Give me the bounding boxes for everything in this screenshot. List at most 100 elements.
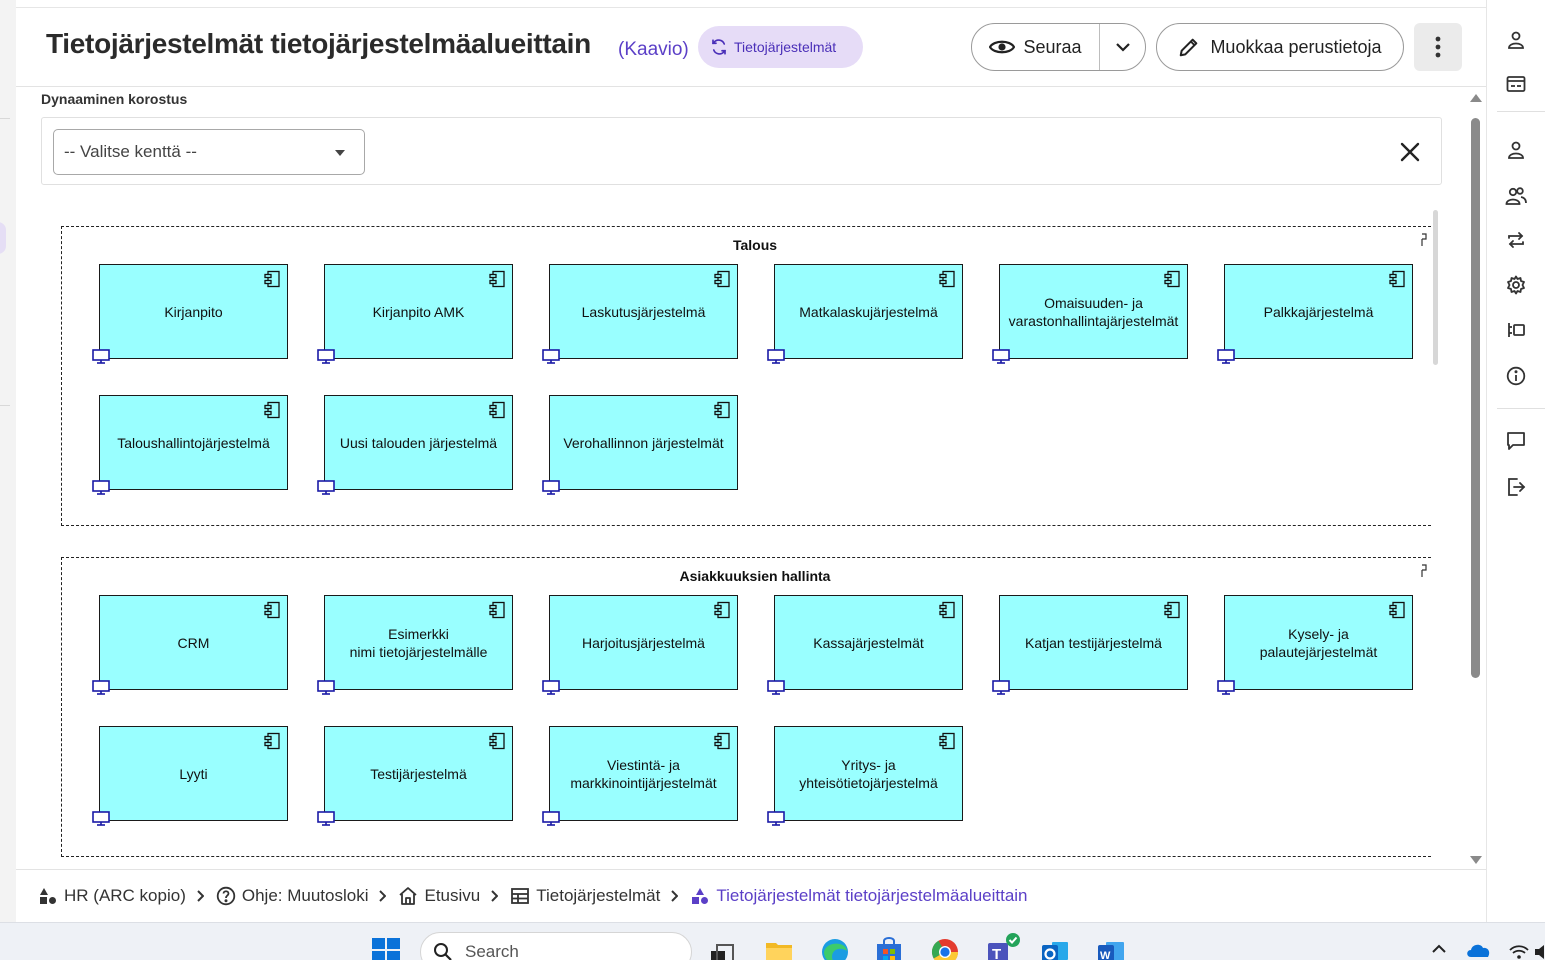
breadcrumb-item-systems[interactable]: Tietojärjestelmät bbox=[510, 886, 660, 906]
chrome-icon[interactable] bbox=[930, 935, 960, 960]
highlight-field-select[interactable]: -- Valitse kenttä -- bbox=[53, 129, 365, 175]
system-component[interactable]: Testijärjestelmä bbox=[317, 726, 513, 826]
speaker-icon[interactable] bbox=[1535, 943, 1545, 960]
search-icon bbox=[434, 943, 452, 960]
edge-browser-icon[interactable] bbox=[820, 935, 850, 960]
os-taskbar: Search T W bbox=[0, 922, 1545, 960]
component-icon bbox=[263, 601, 281, 619]
group-title: Asiakkuuksien hallinta bbox=[679, 568, 831, 584]
swap-icon[interactable] bbox=[1504, 228, 1528, 252]
breadcrumb: HR (ARC kopio) Ohje: Muutosloki Etusivu … bbox=[16, 869, 1486, 922]
group-title: Talous bbox=[732, 237, 778, 253]
system-component[interactable]: Kirjanpito AMK bbox=[317, 264, 513, 364]
user-icon[interactable] bbox=[1504, 28, 1528, 52]
system-component[interactable]: Kassajärjestelmät bbox=[767, 595, 963, 695]
word-icon[interactable]: W bbox=[1096, 935, 1126, 960]
left-strip-divider bbox=[0, 118, 10, 119]
highlight-panel: -- Valitse kenttä -- bbox=[41, 117, 1442, 185]
highlight-label: Dynaaminen korostus bbox=[41, 91, 188, 107]
system-component[interactable]: Harjoitusjärjestelmä bbox=[542, 595, 738, 695]
breadcrumb-label: Etusivu bbox=[424, 886, 481, 905]
type-badge[interactable]: Tietojärjestelmät bbox=[698, 26, 863, 68]
follow-button-group: Seuraa bbox=[971, 23, 1146, 71]
pencil-icon bbox=[1180, 38, 1198, 57]
system-component[interactable]: Taloushallintojärjestelmä bbox=[92, 395, 288, 495]
more-options-button[interactable] bbox=[1414, 23, 1462, 71]
system-component[interactable]: Uusi talouden järjestelmä bbox=[317, 395, 513, 495]
monitor-icon bbox=[542, 349, 560, 364]
canvas-scroll-indicator[interactable] bbox=[1433, 210, 1438, 365]
wifi-icon[interactable] bbox=[1508, 943, 1530, 960]
system-component[interactable]: CRM bbox=[92, 595, 288, 695]
system-component[interactable]: Omaisuuden- ja varastonhallintajärjestel… bbox=[992, 264, 1188, 364]
comment-icon[interactable] bbox=[1504, 429, 1528, 453]
breadcrumb-item-hr[interactable]: HR (ARC kopio) bbox=[38, 886, 186, 906]
system-component[interactable]: Katjan testijärjestelmä bbox=[992, 595, 1188, 695]
component-label: Yritys- ja yhteisötietojärjestelmä bbox=[799, 756, 938, 791]
file-explorer-icon[interactable] bbox=[764, 935, 794, 960]
onedrive-icon[interactable] bbox=[1466, 941, 1492, 959]
chevron-right-icon bbox=[378, 890, 387, 902]
scroll-up-arrow[interactable] bbox=[1470, 94, 1482, 102]
scroll-down-arrow[interactable] bbox=[1470, 856, 1482, 864]
breadcrumb-label: Tietojärjestelmät bbox=[536, 886, 661, 905]
breadcrumb-item-home[interactable]: Etusivu bbox=[398, 886, 480, 906]
breadcrumb-item-help[interactable]: Ohje: Muutosloki bbox=[216, 886, 369, 906]
card-icon[interactable] bbox=[1504, 72, 1528, 96]
close-icon[interactable] bbox=[1398, 140, 1422, 164]
system-component[interactable]: Viestintä- ja markkinointijärjestelmät bbox=[542, 726, 738, 826]
monitor-icon bbox=[767, 349, 785, 364]
vertical-scrollbar[interactable] bbox=[1466, 88, 1484, 868]
taskbar-search[interactable]: Search bbox=[420, 932, 692, 960]
monitor-icon bbox=[767, 811, 785, 826]
follow-button[interactable]: Seuraa bbox=[972, 24, 1100, 70]
component-label: Palkkajärjestelmä bbox=[1263, 303, 1374, 320]
shapes-icon bbox=[40, 888, 56, 904]
list-icon[interactable] bbox=[1504, 318, 1528, 342]
system-component[interactable]: Esimerkki nimi tietojärjestelmälle bbox=[317, 595, 513, 695]
follow-label: Seuraa bbox=[1023, 36, 1082, 57]
system-component[interactable]: Kirjanpito bbox=[92, 264, 288, 364]
component-label: Lyyti bbox=[179, 765, 208, 782]
monitor-icon bbox=[317, 349, 335, 364]
left-strip-indicator[interactable] bbox=[0, 222, 6, 254]
system-component[interactable]: Laskutusjärjestelmä bbox=[542, 264, 738, 364]
system-component[interactable]: Matkalaskujärjestelmä bbox=[767, 264, 963, 364]
component-icon bbox=[713, 601, 731, 619]
system-component[interactable]: Verohallinnon järjestelmät bbox=[542, 395, 738, 495]
eye-icon bbox=[989, 40, 1016, 54]
follow-dropdown-button[interactable] bbox=[1100, 24, 1145, 70]
group-icon[interactable] bbox=[1504, 184, 1528, 208]
component-icon bbox=[938, 270, 956, 288]
monitor-icon bbox=[542, 680, 560, 695]
system-component[interactable]: Lyyti bbox=[92, 726, 288, 826]
info-icon[interactable] bbox=[1504, 364, 1528, 388]
task-view-icon[interactable] bbox=[708, 935, 738, 960]
page-subtype: (Kaavio) bbox=[618, 39, 689, 60]
gear-icon[interactable] bbox=[1504, 273, 1528, 297]
export-icon[interactable] bbox=[1504, 475, 1528, 499]
chevron-up-icon[interactable] bbox=[1430, 941, 1448, 955]
windows-start-icon[interactable] bbox=[371, 937, 401, 960]
component-icon bbox=[713, 401, 731, 419]
component-label: Taloushallintojärjestelmä bbox=[117, 434, 270, 451]
system-component[interactable]: Yritys- ja yhteisötietojärjestelmä bbox=[767, 726, 963, 826]
page-header: Tietojärjestelmät tietojärjestelmäalueit… bbox=[16, 8, 1486, 87]
store-icon[interactable] bbox=[874, 935, 904, 960]
breadcrumb-item-current[interactable]: Tietojärjestelmät tietojärjestelmäalueit… bbox=[690, 886, 1028, 906]
person-icon[interactable] bbox=[1504, 138, 1528, 162]
system-component[interactable]: Palkkajärjestelmä bbox=[1217, 264, 1413, 364]
system-component[interactable]: Kysely- ja palautejärjestelmät bbox=[1217, 595, 1413, 695]
svg-text:T: T bbox=[992, 946, 1001, 960]
caret-down-icon bbox=[335, 150, 345, 156]
scroll-thumb[interactable] bbox=[1471, 118, 1480, 678]
breadcrumb-label: Ohje: Muutosloki bbox=[241, 886, 369, 905]
teams-icon[interactable]: T bbox=[986, 931, 1022, 960]
outlook-icon[interactable] bbox=[1040, 935, 1070, 960]
group-corner-marker bbox=[1421, 564, 1427, 581]
edit-basic-info-button[interactable]: Muokkaa perustietoja bbox=[1156, 23, 1404, 71]
component-icon bbox=[1163, 601, 1181, 619]
